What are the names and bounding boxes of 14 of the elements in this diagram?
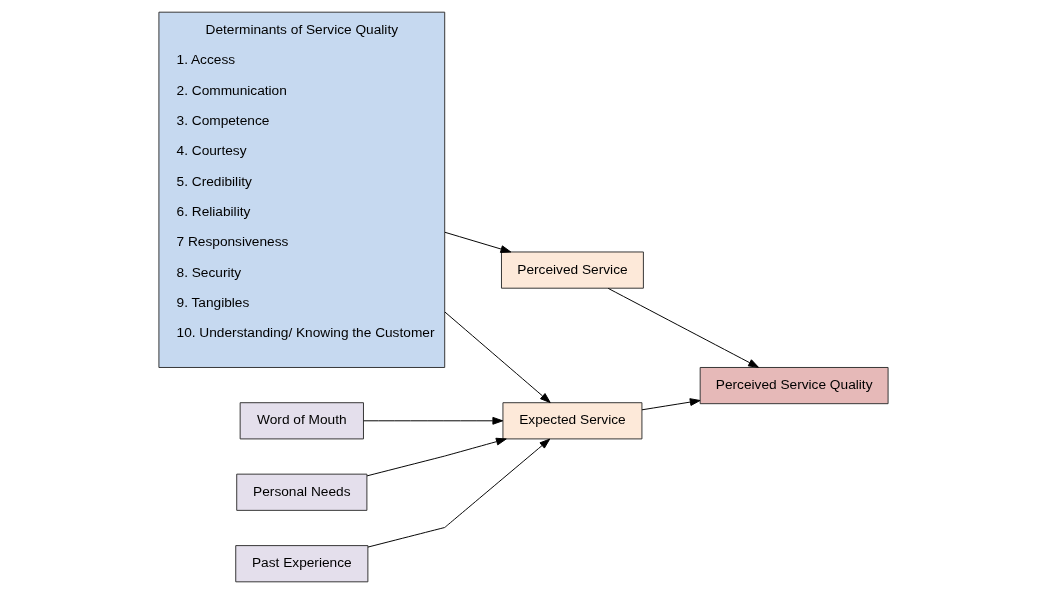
node-box: Past Experience — [235, 545, 369, 583]
node-box: Perceived Service — [501, 251, 644, 289]
node-box: Perceived Service Quality — [699, 367, 889, 405]
node-box: Word of Mouth — [239, 402, 364, 440]
arrow — [641, 398, 701, 411]
node-box: Personal Needs — [236, 473, 368, 511]
arrow — [444, 231, 512, 253]
node-box: Expected Service — [502, 402, 643, 440]
node-box: Determinants of Service Quality 1. Access 2. Communication 3. Competence 4. Courtesy 5. Credibility 6. Reliability 7 Responsiveness 8. Security 9. Tangibles 10. Understanding/ Knowing the Customer — [158, 11, 446, 368]
arrow — [366, 437, 507, 477]
arrow — [607, 287, 759, 368]
arrow — [363, 416, 504, 425]
arrow — [444, 311, 551, 403]
arrow — [367, 438, 551, 548]
